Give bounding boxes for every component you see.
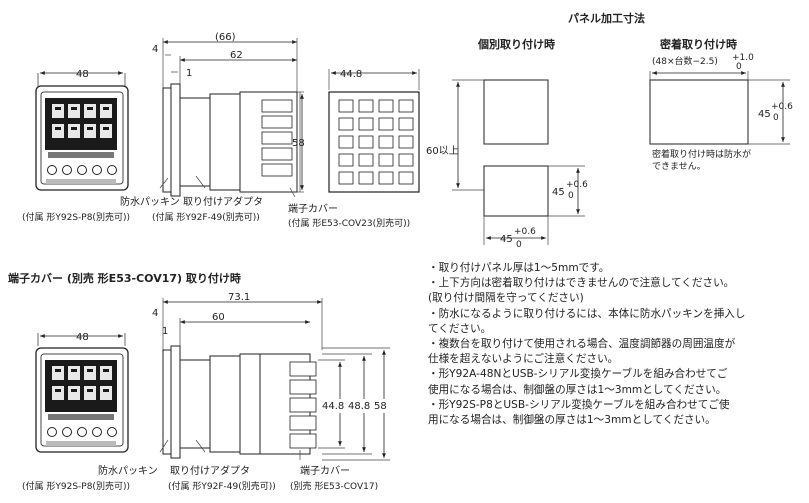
tol-plus-v: +0.6: [566, 180, 588, 190]
individual-mount-title: 個別取り付け時: [477, 37, 555, 51]
dim-1-top: 1: [186, 68, 192, 79]
gang-formula: (48×台数−2.5): [652, 55, 718, 67]
bottom-heading: 端子カバー (別売 形E53-COV17) 取り付け時: [8, 271, 241, 285]
note-line: 使用になる場合は、制御盤の厚さは1〜3mmとしてください。: [428, 383, 727, 396]
dim-4-bottom: 4: [152, 308, 158, 319]
tol-zero-h: 0: [516, 240, 522, 250]
dim-62: 62: [230, 50, 243, 61]
label-cover-bottom: 端子カバー: [300, 464, 350, 477]
back-view-top: 44.8: [328, 69, 420, 193]
dim-60-min: 60以上: [426, 145, 459, 157]
dim-58-top: 58: [292, 138, 305, 149]
label-adapter-sub-bottom: (付属 形Y92F-49(別売可)): [168, 480, 276, 492]
gang-formula-tol2: 0: [736, 62, 742, 72]
side-view-bottom: 73.1 60 4 1 44.8 48.8 58: [152, 292, 392, 461]
gang-formula-tol: +1.0: [732, 53, 754, 63]
label-adapter-sub-top: (付属 形Y92F-49(別売可)): [152, 211, 260, 223]
note-line: 仕様を超えないようにご注意ください。: [428, 353, 619, 366]
label-packing-bottom: 防水パッキン: [98, 464, 158, 477]
note-line: てください。: [428, 322, 492, 335]
dim-45-gang: 45: [758, 109, 771, 120]
label-packing-sub-bottom: (付属 形Y92S-P8(別売可)): [22, 480, 130, 492]
panel-cutout-title: パネル加工寸法: [568, 11, 645, 25]
dim-4-top: 4: [152, 44, 158, 55]
waterproof-note-1: 密着取り付け時は防水が: [652, 148, 751, 160]
gang-cutout: (48×台数−2.5) +1.0 0 45 +0.6 0 密着取り付け時は防水が…: [649, 53, 793, 172]
tol-zero-gang: 0: [773, 113, 779, 123]
dim-48-top: 48: [76, 69, 89, 80]
label-cover-sub-bottom: (別売 形E53-COV17): [290, 480, 378, 492]
waterproof-note-2: できません。: [652, 161, 706, 172]
front-view-bottom: 48: [35, 332, 129, 453]
dim-1-bottom: 1: [162, 326, 168, 337]
note-line: (取り付け間隔を守ってください): [428, 292, 584, 305]
label-cover-sub-top: (付属 形E53-COV23(別売可)): [288, 217, 410, 229]
side-view-top: (66) 62 4 1 58: [152, 32, 305, 197]
label-packing-top: 防水パッキン: [120, 195, 180, 208]
dim-45-h: 45: [500, 234, 513, 245]
label-packing-sub-top: (付属 形Y92S-P8(別売可)): [22, 211, 130, 223]
dim-45-v: 45: [552, 187, 565, 198]
dim-58-bottom: 58: [374, 401, 387, 412]
dim-48-8-bottom: 48.8: [348, 401, 370, 412]
note-line: ・防水になるように取り付けるには、本体に防水パッキンを挿入し: [428, 307, 746, 320]
label-adapter-top: 取り付けアダプタ: [183, 195, 263, 208]
dim-44-8-bottom: 44.8: [322, 401, 344, 412]
note-line: ・取り付けパネル厚は1〜5mmです。: [428, 262, 610, 274]
notes-block: ・取り付けパネル厚は1〜5mmです。 ・上下方向は密着取り付けはできませんので注…: [428, 261, 806, 428]
note-line: ・形Y92A-48NとUSB-シリアル変換ケーブルを組み合わせてご: [428, 368, 728, 381]
front-view-top: 48: [35, 69, 129, 191]
gang-mount-title: 密着取り付け時: [660, 37, 737, 51]
dim-48-bottom: 48: [76, 332, 89, 343]
note-line: ・上下方向は密着取り付けはできませんので注意してください。: [428, 277, 735, 290]
note-line: 用になる場合は、制御盤の厚さは1〜3mmとしてください。: [428, 414, 716, 427]
label-adapter-bottom: 取り付けアダプタ: [170, 464, 250, 477]
dim-66: (66): [215, 32, 236, 43]
note-line: ・複数台を取り付けて使用される場合、温度調節器の周囲温度が: [428, 338, 736, 351]
dim-73-1: 73.1: [228, 292, 250, 303]
label-cover-top: 端子カバー: [288, 202, 338, 215]
note-line: ・形Y92S-P8とUSB-シリアル変換ケーブルを組み合わせてご使: [428, 398, 730, 411]
tol-plus-gang: +0.6: [771, 102, 793, 112]
dim-44-8-top: 44.8: [340, 69, 362, 80]
tol-plus-h: +0.6: [514, 227, 536, 237]
individual-cutout: 60以上 45 +0.6 0 45 +0.6 0: [426, 79, 588, 250]
tol-zero-v: 0: [568, 191, 574, 201]
dim-60-bottom: 60: [212, 312, 225, 323]
